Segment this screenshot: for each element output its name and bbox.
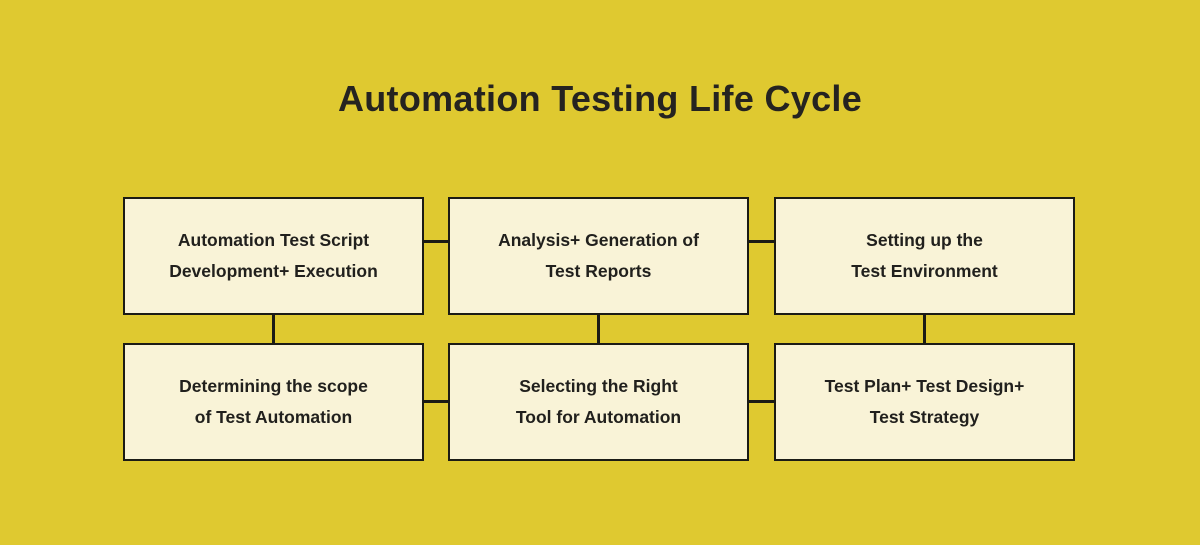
step-label-line: Automation Test Script — [177, 230, 370, 250]
step-box-analysis-generation-of-test-reports: Analysis+ Generation of Test Reports — [448, 197, 749, 315]
connector-box2-box3 — [749, 240, 774, 243]
connector-box5-box6 — [749, 400, 774, 403]
step-label-line: Determining the scope — [179, 376, 368, 396]
step-label-line: Test Reports — [545, 261, 652, 281]
step-label-line: Test Strategy — [869, 407, 980, 427]
connector-box3-box6 — [923, 315, 926, 343]
step-label-line: Selecting the Right — [519, 376, 678, 396]
step-label-line: Development+ Execution — [169, 261, 378, 281]
step-label-line: Setting up the — [866, 230, 983, 250]
step-box-automation-test-script-development-execution: Automation Test Script Development+ Exec… — [123, 197, 424, 315]
step-box-determining-scope-of-test-automation: Determining the scope of Test Automation — [123, 343, 424, 461]
step-label-line: of Test Automation — [194, 407, 353, 427]
connector-box4-box5 — [424, 400, 448, 403]
step-label-line: Analysis+ Generation of — [498, 230, 699, 250]
step-box-setting-up-test-environment: Setting up the Test Environment — [774, 197, 1075, 315]
connector-box1-box2 — [424, 240, 448, 243]
connector-box2-box5 — [597, 315, 600, 343]
diagram-title: Automation Testing Life Cycle — [337, 78, 863, 119]
step-label-line: Test Environment — [851, 261, 998, 281]
step-label-line: Tool for Automation — [515, 407, 682, 427]
step-label-line: Test Plan+ Test Design+ — [824, 376, 1025, 396]
step-box-selecting-right-tool-for-automation: Selecting the Right Tool for Automation — [448, 343, 749, 461]
step-box-test-plan-design-strategy: Test Plan+ Test Design+ Test Strategy — [774, 343, 1075, 461]
connector-box1-box4 — [272, 315, 275, 343]
